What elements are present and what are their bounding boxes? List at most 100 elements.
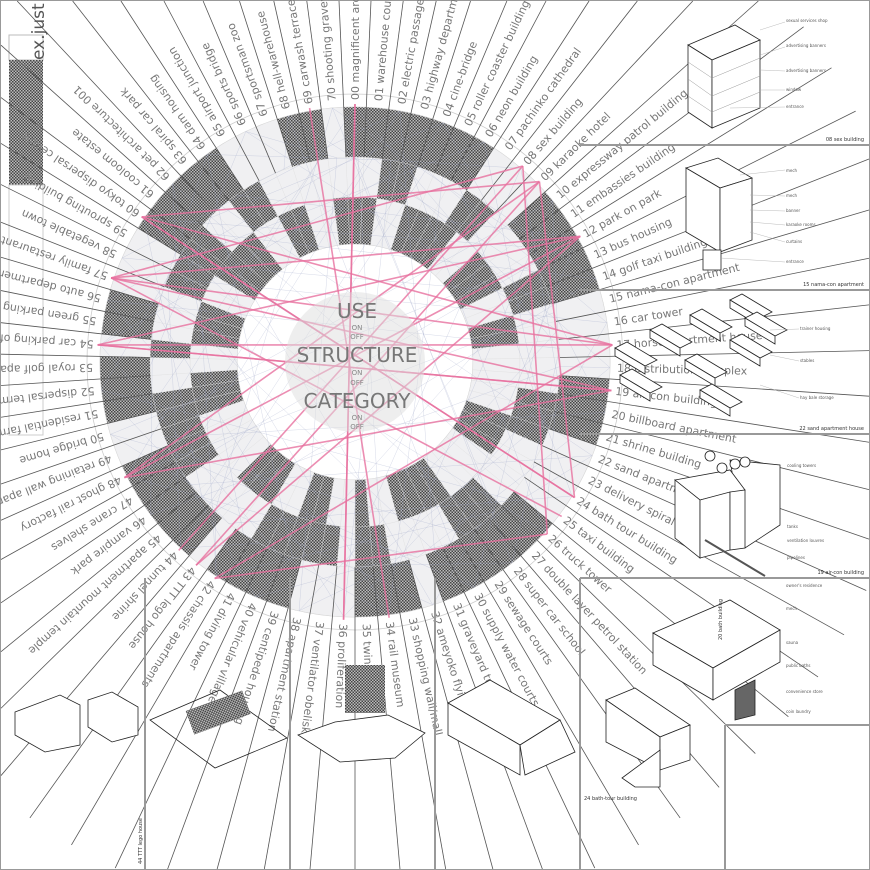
ray-line: [529, 67, 832, 255]
ray-line: [0, 461, 177, 560]
pink-link-line: [110, 165, 523, 279]
ring-segment-structure: [149, 357, 191, 376]
ray-line: [480, 0, 638, 201]
fine-connection-line: [442, 141, 485, 177]
fine-connection-line: [107, 156, 356, 301]
fine-connection-line: [443, 122, 489, 207]
panel-karaoke-hotel: mech mech banner karaoke rooms curtains …: [685, 157, 864, 288]
fine-connection-line: [417, 412, 606, 558]
fine-connection-line: [100, 295, 162, 346]
ray-line: [0, 290, 155, 322]
ray-line: [16, 0, 216, 213]
ray-line: [263, 563, 320, 870]
fine-connection-line: [100, 164, 409, 346]
building-label: 29 sewage courts: [492, 579, 556, 668]
fine-connection-line: [382, 562, 513, 566]
panel-title: 22 sand apartment house: [799, 426, 864, 432]
building-label: 37 ventilator obelisk: [298, 621, 326, 735]
note: public baths: [786, 663, 810, 668]
fine-connection-line: [354, 156, 513, 563]
fine-connection-line: [251, 110, 400, 186]
ring-segment-structure: [519, 357, 561, 376]
fine-connection-line: [172, 183, 244, 535]
fine-connection-line: [287, 115, 543, 279]
note: entrance: [786, 104, 804, 109]
pink-link-line: [214, 344, 613, 580]
pink-link-line: [214, 533, 548, 580]
panel-title: 20 bath building: [718, 599, 724, 640]
brand-label: ex.just: [29, 3, 49, 60]
ray-line: [306, 0, 329, 159]
brand-bar-pattern: [9, 60, 43, 185]
fine-connection-line: [149, 131, 246, 367]
ray-line: [417, 0, 471, 167]
ray-line: [0, 491, 197, 653]
center-category-on: ON: [352, 414, 363, 422]
fine-connection-line: [171, 453, 475, 588]
ray-line: [381, 0, 404, 159]
fine-connection-line: [206, 154, 392, 161]
fine-connection-line: [167, 278, 181, 549]
fine-connection-line: [520, 168, 559, 385]
ray-line: [0, 428, 162, 485]
ray-line: [399, 0, 437, 163]
ray-line: [0, 393, 153, 418]
pink-link-line: [538, 181, 576, 498]
ray-line: [494, 0, 694, 213]
ray-line: [338, 0, 347, 158]
center-category: CATEGORY: [303, 389, 411, 413]
ray-line: [120, 0, 244, 191]
pink-link-line: [141, 180, 540, 218]
ray-line: [553, 411, 870, 491]
building-label: 69 carwash terrace: [284, 0, 316, 105]
center-structure-on: ON: [352, 369, 363, 377]
note: banner: [786, 208, 801, 213]
fine-connection-line: [110, 434, 467, 535]
ring-segment-category: [347, 196, 363, 245]
stable-side: [689, 314, 721, 342]
ray-line: [390, 563, 447, 870]
ray-line: [501, 505, 756, 754]
fine-connection-line: [332, 107, 514, 233]
panel-sand-apartment: cooling towers tanks ventilation louvres…: [674, 450, 864, 577]
building-label: 55 green parking: [2, 300, 97, 327]
fine-connection-line: [551, 322, 608, 421]
ray-line: [0, 353, 151, 358]
fine-connection-line: [298, 330, 558, 611]
fine-connection-line: [283, 115, 289, 170]
fine-connection-line: [100, 344, 276, 552]
pink-link-line: [124, 389, 612, 479]
fine-connection-line: [180, 469, 257, 598]
ray-line: [0, 322, 152, 340]
stable-side: [699, 389, 731, 417]
panel-lego-house: 44 TTT lego house: [14, 691, 144, 864]
ray-line: [458, 538, 639, 846]
ring-segment-use: [321, 107, 347, 159]
fine-connection-line: [363, 367, 611, 567]
pink-link-line: [141, 216, 613, 346]
fine-connection-line: [256, 543, 451, 598]
center-disc: [285, 292, 425, 432]
note: hay bale storage: [800, 395, 834, 400]
panel-frames: [144, 144, 870, 870]
fine-connection-line: [354, 106, 560, 349]
stables-group: [614, 293, 788, 417]
fine-connection-line: [391, 160, 521, 169]
fine-connection-line: [150, 366, 561, 515]
fine-connection-line: [172, 183, 177, 263]
building-label: 00 magnificent arch: [349, 0, 362, 100]
ray-line: [216, 559, 302, 870]
stable-side: [614, 347, 646, 375]
fine-connection-line: [228, 495, 572, 524]
stable-side: [649, 329, 681, 357]
panel-title: 24 bath-tour building: [584, 796, 637, 802]
panel-bath-tour: 24 bath-tour building: [584, 687, 691, 802]
ray-line: [518, 26, 804, 240]
ray-line: [0, 476, 186, 604]
ray-line: [0, 143, 181, 255]
stable-side: [744, 317, 776, 345]
note: tanks: [787, 524, 798, 529]
fine-connection-line: [245, 131, 337, 158]
center-use-off: OFF: [350, 333, 364, 341]
ray-line: [114, 547, 268, 869]
